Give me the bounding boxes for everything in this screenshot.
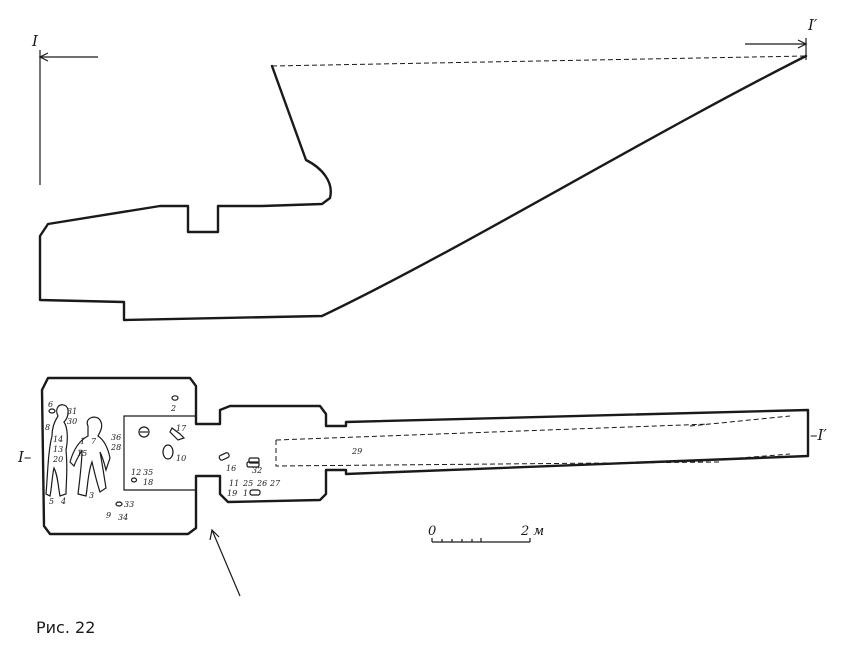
label-32: 32: [252, 466, 262, 475]
passage-dashed-bottom2: [689, 453, 791, 463]
section-arrow-left-head: [38, 52, 49, 62]
label-14: 14: [53, 435, 63, 444]
section-right-label: I′: [807, 16, 818, 34]
label-9: 9: [106, 511, 111, 520]
plan-left-label: I–: [17, 448, 31, 466]
label-34: 34: [118, 513, 128, 522]
label-12: 12: [131, 468, 141, 477]
object-10: [162, 444, 174, 460]
object-8: [138, 426, 150, 438]
section-left-label: I: [31, 32, 39, 50]
section-outline: [38, 54, 808, 322]
label-25: 25: [242, 479, 253, 488]
label-5: 5: [49, 497, 54, 506]
label-7: 7: [91, 437, 97, 446]
passage-dashed-top2: [689, 415, 791, 427]
label-27: 27: [269, 479, 281, 488]
label-3: 3: [89, 491, 94, 500]
plan-view: I– –I′ 6 31 30 8 14 13 20 1 7 15 36 28 5…: [17, 376, 827, 536]
inner-platform: [123, 415, 196, 491]
label-10: 10: [176, 454, 186, 463]
section-surface-line: [271, 55, 807, 67]
label-33: 33: [124, 500, 134, 509]
entrance-arrow: [209, 528, 241, 597]
object-12: [130, 477, 138, 483]
section-arrow-right-head: [797, 39, 808, 49]
object-2: [171, 395, 179, 401]
label-2: 2: [170, 404, 176, 413]
label-17: 17: [176, 424, 187, 433]
label-13: 13: [53, 445, 63, 454]
label-30: 30: [67, 417, 77, 426]
entrance-arrow-shaft: [211, 529, 241, 597]
object-17: [169, 427, 186, 441]
passage-dashed-top: [275, 423, 711, 441]
label-4: 4: [60, 497, 66, 506]
label-35: 35: [143, 468, 153, 477]
label-15: 15: [77, 449, 87, 458]
label-1: 1: [80, 437, 85, 446]
figure-caption: Рис. 22: [36, 618, 96, 637]
scale-start-label: 0: [428, 524, 436, 539]
scale-end-label: 2 м: [520, 524, 544, 539]
label-26: 26: [256, 479, 267, 488]
plan-right-label: –I′: [810, 426, 827, 444]
label-19: 19: [227, 489, 237, 498]
object-32a: [248, 457, 260, 464]
object-32b: [246, 461, 260, 468]
entrance-arrow-head: [209, 528, 220, 541]
object-1b: [249, 489, 261, 496]
label-8: 8: [45, 423, 50, 432]
label-1b: 1: [243, 489, 248, 498]
object-16: [218, 452, 230, 461]
label-28: 28: [110, 443, 121, 452]
scale-bar: 0 2 м: [428, 524, 544, 543]
label-6: 6: [48, 400, 53, 409]
object-33: [115, 501, 123, 507]
skeleton-right: [69, 416, 111, 497]
label-18: 18: [143, 478, 153, 487]
label-11: 11: [229, 479, 239, 488]
label-36: 36: [111, 433, 121, 442]
skeleton-left: [45, 404, 69, 497]
plan-outline: [40, 376, 810, 536]
label-29: 29: [351, 447, 362, 456]
label-20: 20: [52, 455, 63, 464]
label-31: 31: [67, 407, 77, 416]
object-6: [48, 408, 56, 414]
label-16: 16: [226, 464, 236, 473]
section-view: I I′: [31, 16, 818, 322]
passage-dashed-area: [275, 440, 721, 467]
